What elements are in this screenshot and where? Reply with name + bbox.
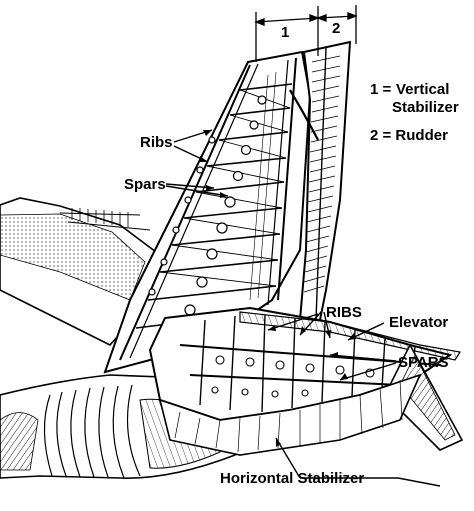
legend-1-number: 1 = xyxy=(370,81,392,98)
legend-2-text: 2 = Rudder xyxy=(370,127,448,144)
legend-1-text-line2: Stabilizer xyxy=(392,99,459,116)
dimension-label-2: 2 xyxy=(332,20,341,37)
ribs-label: Ribs xyxy=(140,134,173,151)
horizontal-stabilizer xyxy=(148,306,464,456)
dimension-lines xyxy=(254,5,358,62)
legend-1-text-line1: Vertical xyxy=(396,81,450,98)
spars-upper-label: SPARS xyxy=(398,354,449,371)
dimension-label-1: 1 xyxy=(281,24,290,41)
rudder xyxy=(289,40,352,332)
ribs-upper-label: RIBS xyxy=(326,304,362,321)
leader-lines xyxy=(165,129,441,487)
spars-label: Spars xyxy=(124,176,166,193)
elevator-label: Elevator xyxy=(389,314,449,331)
main-wing xyxy=(0,197,161,346)
vertical-stabilizer xyxy=(103,50,312,374)
leader-arrowheads xyxy=(200,130,356,447)
horizontal-stabilizer-label: Horizontal Stabilizer xyxy=(220,470,365,487)
